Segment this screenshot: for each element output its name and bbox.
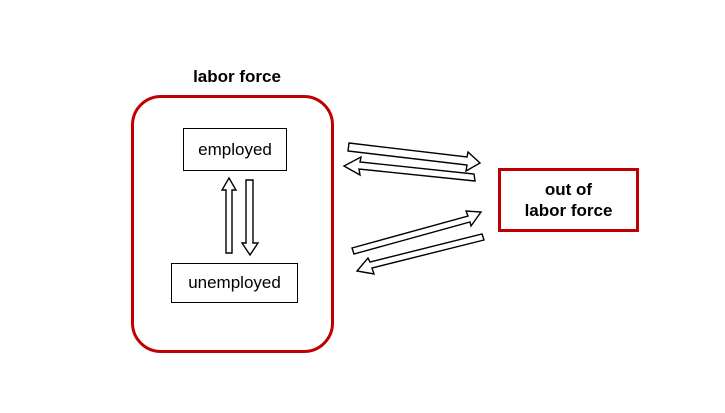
arrow-out-of-labor-force-to-employed [342, 155, 476, 182]
labor-force-container [131, 95, 334, 353]
out-of-labor-force-label-line2: labor force [524, 201, 613, 220]
arrow-employed-to-out-of-labor-force [347, 142, 482, 173]
out-of-labor-force-box: out of labor force [498, 168, 639, 232]
arrow-unemployed-to-employed [220, 176, 238, 254]
out-of-labor-force-label-line1: out of [544, 180, 593, 199]
arrow-out-of-labor-force-to-unemployed [355, 233, 485, 275]
employed-box: employed [183, 128, 287, 171]
arrow-unemployed-to-out-of-labor-force [351, 210, 483, 255]
arrow-employed-to-unemployed [240, 179, 260, 257]
labor-force-title: labor force [193, 67, 281, 86]
unemployed-label: unemployed [188, 273, 281, 292]
unemployed-box: unemployed [171, 263, 298, 303]
employed-label: employed [198, 139, 272, 159]
